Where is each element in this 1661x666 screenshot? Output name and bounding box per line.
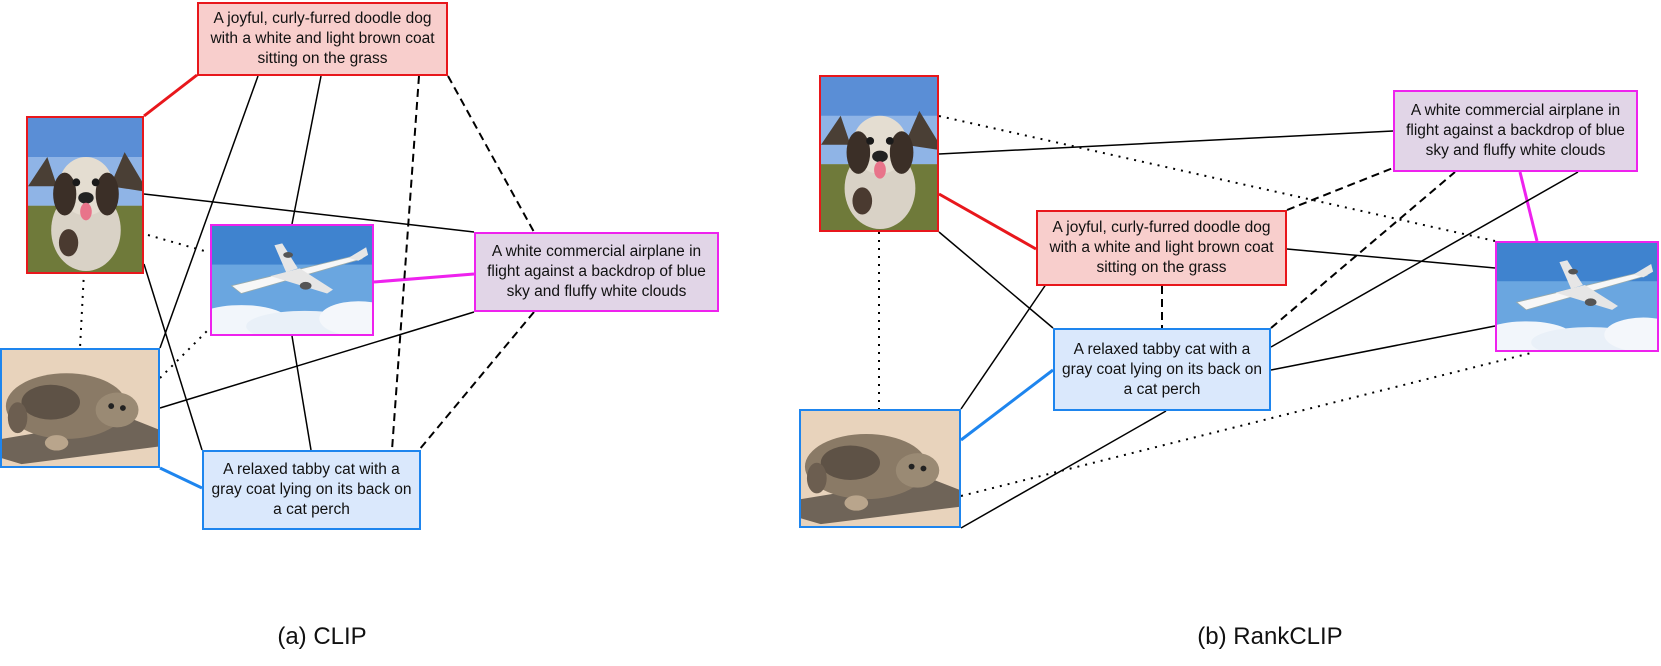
panel-b-label: (b) RankCLIP (1197, 623, 1343, 650)
cat-caption: A relaxed tabby cat with a gray coat lyi… (1053, 328, 1271, 411)
edge (291, 75, 322, 225)
edge (1270, 171, 1579, 348)
dog-image (819, 75, 939, 232)
edge (447, 75, 535, 233)
edge (143, 193, 475, 233)
edge-dog-match (938, 192, 1037, 251)
cat-photo-icon (2, 350, 158, 466)
cat-caption: A relaxed tabby cat with a gray coat lyi… (202, 450, 421, 530)
edge-airplane-match (373, 272, 475, 284)
edge (391, 75, 420, 451)
panel-b-edges (878, 115, 1579, 529)
cat-image (799, 409, 961, 528)
dog-photo-icon (28, 118, 142, 272)
airplane-caption-text: A white commercial airplane in flight ag… (487, 243, 706, 300)
airplane-caption: A white commercial airplane in flight ag… (474, 232, 719, 312)
dog-caption-text: A joyful, curly-furred doodle dog with a… (210, 10, 435, 67)
panel-rankclip: A white commercial airplane in flight ag… (795, 0, 1661, 666)
dog-caption: A joyful, curly-furred doodle dog with a… (1036, 210, 1287, 286)
cat-caption-text: A relaxed tabby cat with a gray coat lyi… (211, 461, 412, 518)
edge (1286, 167, 1394, 211)
edge (418, 311, 535, 451)
edge (291, 335, 312, 451)
edge (960, 273, 1054, 410)
edge (159, 311, 475, 409)
edge (143, 263, 203, 451)
edge (938, 130, 1394, 155)
edge-dog-match (143, 73, 198, 118)
airplane-photo-icon (1497, 243, 1657, 350)
cat-caption-text: A relaxed tabby cat with a gray coat lyi… (1062, 340, 1262, 398)
edge-airplane-match (1518, 171, 1539, 242)
edge (1270, 325, 1496, 371)
dog-photo-icon (821, 77, 937, 230)
edge (159, 75, 259, 349)
airplane-image (210, 224, 374, 336)
panel-clip: A joyful, curly-furred doodle dog with a… (0, 0, 720, 666)
edge (1270, 171, 1456, 329)
airplane-caption: A white commercial airplane in flight ag… (1393, 90, 1638, 172)
airplane-photo-icon (212, 226, 372, 334)
dog-caption-text: A joyful, curly-furred doodle dog with a… (1049, 219, 1274, 276)
dog-caption: A joyful, curly-furred doodle dog with a… (197, 2, 448, 76)
edge (159, 329, 209, 379)
edge (1286, 248, 1496, 269)
edge (938, 231, 1054, 329)
edge (79, 271, 85, 349)
edge-cat-match (159, 466, 203, 490)
cat-photo-icon (801, 411, 959, 526)
airplane-image (1495, 241, 1659, 352)
edge-cat-match (960, 368, 1054, 442)
dog-image (26, 116, 144, 274)
airplane-caption-text: A white commercial airplane in flight ag… (1406, 102, 1625, 159)
cat-image (0, 348, 160, 468)
panel-a-label: (a) CLIP (277, 623, 367, 650)
panel-a-edges (79, 73, 535, 490)
